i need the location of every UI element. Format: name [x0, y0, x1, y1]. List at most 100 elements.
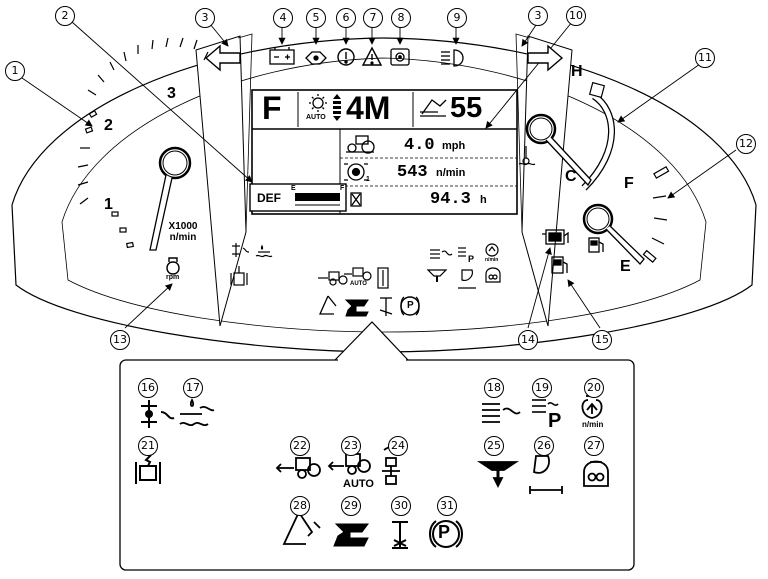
- scale-line-1: X1000: [168, 221, 198, 232]
- callout-26: 26: [534, 436, 554, 456]
- dpf-regeneration-panel-icon: [430, 249, 453, 259]
- headlight-icon: [441, 49, 464, 67]
- temperature-cold-label: C: [565, 168, 577, 185]
- transmission-warning-icon: [390, 48, 410, 66]
- callout-11: 11: [695, 48, 715, 68]
- callout-23: 23: [341, 436, 361, 456]
- callout-3-left: 3: [195, 8, 215, 28]
- lcd-rpm-unit: n/min: [436, 167, 466, 179]
- callout-3-right: 3: [528, 6, 548, 26]
- pto-icon: [275, 457, 321, 479]
- legend-parking-brake-letter: P: [438, 522, 451, 542]
- exhaust-filter-cleaning-icon: [141, 400, 175, 428]
- legend-nmin-label: n/min: [582, 420, 604, 429]
- fuel-empty-label: E: [620, 258, 631, 275]
- fuel-needle-hub: [582, 203, 614, 235]
- temperature-needle: [545, 136, 592, 187]
- exhaust-filter-panel-icon: [232, 243, 250, 257]
- rpm-up-panel-icon: [485, 243, 499, 257]
- callout-31: 31: [437, 496, 457, 516]
- rpm-label: rpm: [166, 274, 180, 281]
- hydraulic-shuttle-panel-icon: [344, 299, 369, 317]
- tachometer-tick-1: 1: [104, 196, 113, 213]
- temperature-high-label: H: [571, 63, 583, 80]
- air-filter-icon: [477, 461, 519, 489]
- lcd-rpm-icon: [344, 163, 368, 181]
- callout-9: 9: [447, 8, 467, 28]
- fuel-scale-ticks: [642, 165, 670, 264]
- callout-1: 1: [5, 61, 25, 81]
- water-in-fuel-icon: [179, 397, 215, 427]
- lcd-speed-setting: 55: [450, 92, 483, 124]
- callout-21: 21: [138, 436, 158, 456]
- tachometer-scale-multiplier: X1000 n/min: [160, 221, 206, 243]
- tachometer-needle-hub: [158, 146, 192, 180]
- rpm-icon: [166, 257, 180, 275]
- callout-20: 20: [584, 378, 604, 398]
- diff-lock-panel-icon: [379, 297, 393, 316]
- fuel-low-icon: [551, 256, 568, 274]
- pto-panel-icon: [318, 271, 348, 286]
- callout-22: 22: [290, 436, 310, 456]
- glow-plug-panel-icon: [485, 267, 501, 283]
- callout-18: 18: [484, 378, 504, 398]
- def-empty-label: E: [291, 185, 296, 192]
- callout-10: 10: [566, 6, 586, 26]
- callout-8: 8: [391, 8, 411, 28]
- lcd-gear-level-icon: [333, 94, 341, 121]
- callout-4: 4: [273, 8, 293, 28]
- engine-warning-icon: [542, 229, 569, 245]
- left-pillar: [195, 35, 247, 327]
- lcd-tractor-speed-icon: [346, 135, 375, 154]
- lcd-rpm-value: 543: [397, 163, 428, 182]
- creep-icon: [529, 455, 563, 494]
- battery-charge-icon: [269, 47, 295, 65]
- tachometer-tick-3: 3: [167, 85, 176, 102]
- callout-6: 6: [336, 8, 356, 28]
- callout-25: 25: [484, 436, 504, 456]
- callout-13: 13: [110, 330, 130, 350]
- parking-regen-panel-icon: [458, 247, 466, 257]
- panel-parking-letter: P: [468, 254, 475, 264]
- leader-lines: [21, 21, 737, 329]
- lcd-hours-value: 94.3: [430, 190, 471, 209]
- callout-7: 7: [363, 8, 383, 28]
- callout-5: 5: [306, 8, 326, 28]
- turn-right-arrow: [527, 44, 564, 72]
- callout-12: 12: [736, 134, 756, 154]
- tachometer-tick-2: 2: [104, 117, 113, 134]
- panel-parking-brake-letter: P: [407, 300, 414, 311]
- lcd-sun-icon: [309, 94, 327, 112]
- lcd-gear-value: 4M: [346, 90, 391, 126]
- seat-belt-panel-icon: [318, 295, 337, 315]
- def-label: DEF: [257, 191, 281, 205]
- turn-left-arrow: [204, 44, 241, 72]
- callout-15: 15: [592, 330, 612, 350]
- panel-nmin-label: n/min: [485, 257, 499, 263]
- creep-panel-icon: [458, 269, 476, 289]
- lcd-speed-value: 4.0: [404, 136, 435, 155]
- glow-plug-icon: [583, 460, 609, 487]
- callout-27: 27: [584, 436, 604, 456]
- hydraulic-shuttle-icon: [333, 523, 369, 547]
- master-warning-icon: [337, 48, 355, 66]
- lcd-hours-unit: h: [480, 194, 487, 206]
- pto-auto-panel-icon: [344, 267, 372, 281]
- differential-lock-icon: [392, 521, 408, 549]
- panel-auto-label: AUTO: [350, 281, 367, 287]
- temperature-needle-hub: [525, 113, 557, 145]
- tachometer-ticks: [77, 37, 209, 249]
- callout-16: 16: [138, 378, 158, 398]
- callout-24: 24: [388, 436, 408, 456]
- water-in-fuel-panel-icon: [255, 244, 273, 258]
- parking-brake-panel-icon: [400, 296, 420, 316]
- callout-14: 14: [518, 330, 538, 350]
- def-full-label: F: [340, 185, 345, 192]
- callout-19: 19: [532, 378, 552, 398]
- fuel-icon: [588, 237, 604, 253]
- legend-parking-regen-letter: P: [548, 410, 562, 432]
- lcd-rpm-index: 1: [366, 176, 370, 183]
- parking-brake-icon: [429, 520, 463, 548]
